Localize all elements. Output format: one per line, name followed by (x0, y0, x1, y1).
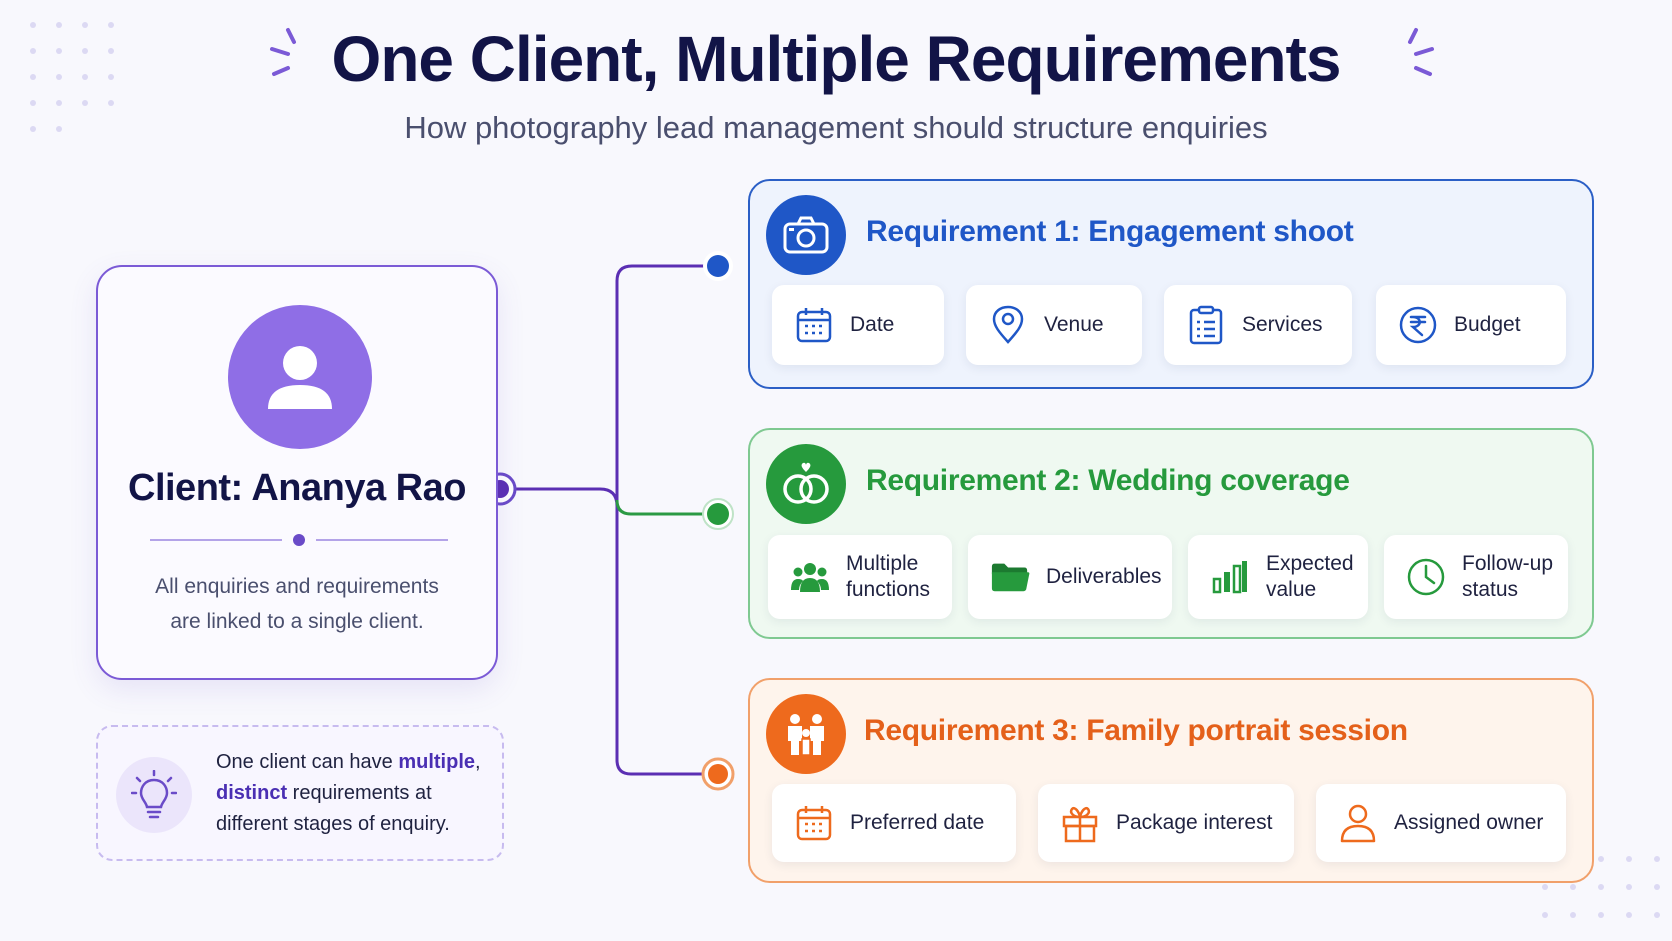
tip-card: One client can have multiple, distinct r… (96, 725, 504, 861)
sparkle-right-icon (1408, 28, 1434, 76)
field-date[interactable]: Date (772, 285, 944, 365)
family-icon (766, 694, 846, 774)
page-subtitle: How photography lead management should s… (404, 110, 1268, 145)
calendar-icon (794, 305, 834, 345)
checklist-icon (1186, 305, 1226, 345)
field-preferred-date[interactable]: Preferred date (772, 784, 1016, 862)
field-services[interactable]: Services (1164, 285, 1352, 365)
people-group-icon (790, 557, 830, 597)
requirement-title: Requirement 1: Engagement shoot (866, 215, 1354, 248)
gift-icon (1060, 803, 1100, 843)
folder-icon (990, 557, 1030, 597)
requirement-card-3[interactable]: Requirement 3: Family portrait session P… (748, 678, 1594, 883)
decorative-dots-top-left (30, 22, 114, 132)
divider (150, 534, 448, 546)
requirement-title: Requirement 2: Wedding coverage (866, 464, 1350, 497)
field-venue[interactable]: Venue (966, 285, 1142, 365)
client-card[interactable]: Client: Ananya Rao All enquiries and req… (96, 265, 498, 680)
requirement-card-1[interactable]: Requirement 1: Engagement shoot Date Ven… (748, 179, 1594, 389)
tip-text: One client can have multiple, distinct r… (216, 751, 481, 835)
field-assigned-owner[interactable]: Assigned owner (1316, 784, 1566, 862)
requirement-card-2[interactable]: Requirement 2: Wedding coverage Multiple… (748, 428, 1594, 639)
lightbulb-icon (116, 757, 192, 833)
page-title: One Client, Multiple Requirements (331, 23, 1342, 95)
field-budget[interactable]: Budget (1376, 285, 1566, 365)
location-pin-icon (988, 305, 1028, 345)
client-description: All enquiries and requirements are linke… (155, 575, 439, 633)
field-deliverables[interactable]: Deliverables (968, 535, 1172, 619)
client-name: Client: Ananya Rao (128, 467, 466, 509)
bar-chart-icon (1210, 557, 1250, 597)
rupee-icon (1398, 305, 1438, 345)
person-outline-icon (1338, 803, 1378, 843)
user-icon (228, 305, 372, 449)
sparkle-left-icon (270, 28, 296, 76)
field-package-interest[interactable]: Package interest (1038, 784, 1294, 862)
requirement-title: Requirement 3: Family portrait session (864, 714, 1408, 747)
clock-icon (1406, 557, 1446, 597)
rings-icon (766, 444, 846, 524)
calendar-icon (794, 803, 834, 843)
camera-icon (766, 195, 846, 275)
